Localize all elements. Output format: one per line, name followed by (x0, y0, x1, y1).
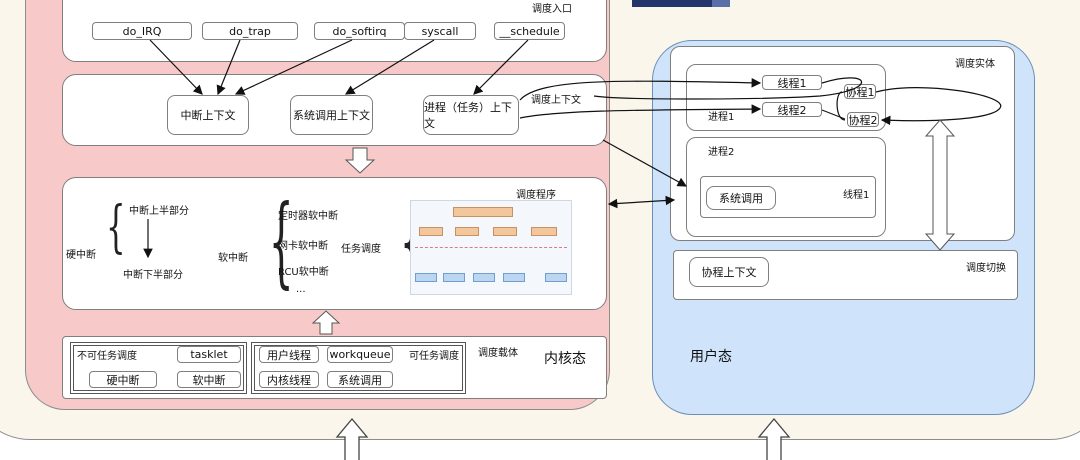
carrier-soft-irq: 软中断 (177, 371, 241, 388)
schedule-program-label: 调度程序 (516, 190, 556, 201)
arrow-program-process2 (607, 195, 676, 209)
coroutine-context-node: 协程上下文 (689, 257, 769, 287)
context-process: 进程（任务）上下文 (423, 95, 519, 135)
arrow-syscall-to-syscall-context (344, 39, 435, 95)
soft-item-net: 网卡软中断 (278, 241, 328, 252)
carrier-hard-irq: 硬中断 (89, 371, 157, 388)
loop-process-to-thread2 (519, 104, 762, 119)
thumb-mid-node-1 (419, 227, 443, 236)
schedule-switch-label: 调度切换 (966, 263, 1006, 274)
hollow-down-arrow-1 (344, 147, 376, 174)
arrow-thread2-to-coroutine2 (821, 109, 846, 120)
loop-back-curve (593, 77, 863, 100)
carrier-user-thread: 用户线程 (259, 346, 319, 363)
bottom-hollow-arrow-right (757, 417, 791, 460)
hollow-up-arrow (311, 310, 341, 335)
soft-irq-brace-icon: { (268, 185, 294, 299)
scheduler-diagram-thumbnail (410, 200, 572, 295)
thumb-bottom-node-5 (545, 273, 567, 282)
kernel-space-title: 内核态 (544, 351, 586, 367)
thumb-mid-node-3 (493, 227, 517, 236)
process2-label: 进程2 (708, 147, 735, 158)
schedule-context-label: 调度上下文 (531, 95, 581, 106)
schedule-entry-label: 调度入口 (532, 4, 572, 15)
soft-item-timer: 定时器软中断 (278, 211, 338, 222)
logo-fragment (632, 0, 712, 7)
soft-item-rcu: RCU软中断 (278, 267, 329, 278)
thread2-node: 线程2 (762, 102, 822, 117)
user-space-title: 用户态 (690, 349, 732, 365)
task-group (251, 342, 466, 394)
schedule-carrier-label: 调度载体 (478, 348, 518, 359)
entry-do-trap: do_trap (202, 22, 298, 40)
thumb-bottom-node-3 (473, 273, 495, 282)
process2-thread1-label: 线程1 (843, 190, 870, 201)
logo-mark-icon (712, 0, 730, 7)
arrow-schedule-to-process-context (473, 39, 529, 95)
entry-syscall: syscall (404, 22, 476, 40)
bottom-half-label: 中断下半部分 (123, 270, 183, 281)
carrier-kernel-thread: 内核线程 (259, 371, 319, 388)
process2-syscall-node: 系统调用 (706, 186, 776, 210)
schedule-entity-label: 调度实体 (955, 59, 995, 70)
carrier-syscall: 系统调用 (327, 371, 393, 388)
thread1-node: 线程1 (762, 75, 822, 90)
arrow-do-irq-to-interrupt (149, 39, 203, 95)
carrier-tasklet: tasklet (177, 346, 241, 363)
arrow-do-softirq-to-interrupt (234, 39, 353, 95)
soft-irq-label: 软中断 (218, 253, 248, 264)
entry-do-irq: do_IRQ (92, 22, 192, 40)
thumb-mid-node-4 (531, 227, 557, 236)
top-half-label: 中断上半部分 (129, 206, 189, 217)
entry-do-softirq: do_softirq (314, 22, 405, 40)
thumb-top-node (453, 207, 513, 217)
non-task-label: 不可任务调度 (77, 351, 137, 362)
carrier-workqueue: workqueue (327, 346, 393, 363)
hard-irq-brace-icon: { (106, 195, 126, 260)
process1-label: 进程1 (708, 112, 735, 123)
context-syscall: 系统调用上下文 (290, 95, 373, 135)
task-sched-label: 任务调度 (341, 244, 381, 255)
coroutine-loop (875, 87, 1002, 126)
loop-process-to-thread1 (519, 78, 762, 101)
thumb-bottom-node-1 (415, 273, 437, 282)
context-interrupt: 中断上下文 (167, 95, 249, 135)
non-task-group (70, 342, 247, 394)
task-label: 可任务调度 (409, 351, 459, 362)
arrow-do-trap-to-interrupt (216, 39, 241, 96)
thumb-bottom-node-4 (503, 273, 525, 282)
coroutine2-node: 协程2 (847, 112, 879, 127)
hollow-double-arrow (924, 119, 956, 251)
arrow-context-to-process2 (602, 139, 688, 187)
entry-schedule: __schedule (494, 22, 565, 40)
thumb-mid-node-2 (455, 227, 479, 236)
soft-item-more: ... (296, 284, 306, 295)
thumb-bottom-node-2 (443, 273, 465, 282)
thumb-divider (415, 247, 567, 248)
bottom-hollow-arrow-left (335, 417, 369, 460)
hard-irq-label: 硬中断 (66, 250, 96, 261)
coroutine-brace (836, 91, 846, 121)
